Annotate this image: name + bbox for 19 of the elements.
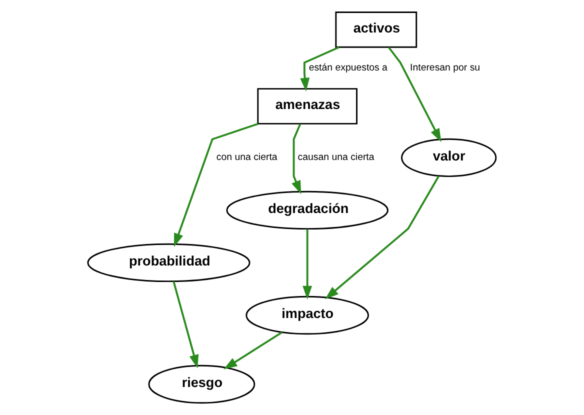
arrow	[325, 176, 440, 300]
arrow	[292, 124, 302, 194]
node-ellipse: impacto	[246, 296, 369, 335]
node-ellipse: valor	[401, 138, 497, 178]
arrow	[302, 229, 312, 300]
arrow	[224, 331, 283, 370]
node-box: amenazas	[257, 88, 358, 124]
node-ellipse: probabilidad	[87, 243, 250, 282]
arrow	[388, 46, 442, 142]
arrow	[172, 281, 199, 368]
arrow	[174, 122, 258, 247]
node-ellipse: degradación	[226, 190, 388, 230]
edge-label: con una cierta	[216, 152, 278, 164]
node-ellipse: riesgo	[148, 364, 256, 404]
edge-label: Interesan por su	[410, 62, 480, 74]
edge-label: causan una cierta	[298, 152, 374, 164]
node-box: activos	[335, 12, 418, 48]
edge-label: están expuestos a	[308, 62, 388, 74]
arrow	[300, 46, 340, 92]
